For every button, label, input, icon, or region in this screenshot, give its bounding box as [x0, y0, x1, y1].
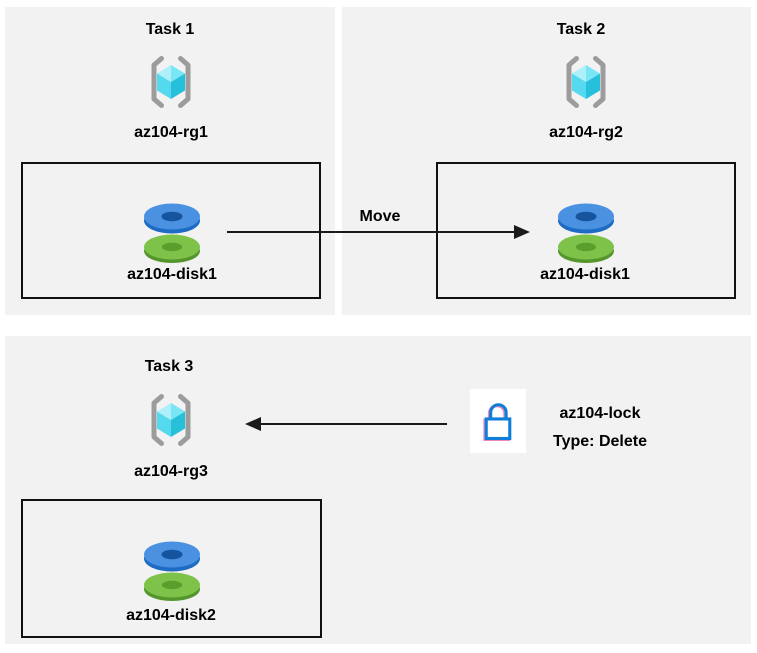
disk-icon — [143, 541, 201, 601]
lock-icon — [473, 395, 523, 447]
task1-title: Task 1 — [145, 21, 195, 38]
task2-disk-box — [436, 162, 736, 299]
task1-disk-box — [21, 162, 321, 299]
task3-panel — [5, 336, 751, 644]
resource-group-icon — [145, 55, 197, 109]
task2-panel — [342, 7, 751, 315]
task3-title: Task 3 — [144, 358, 194, 375]
lock-caption: az104-lock Type: Delete — [535, 400, 665, 456]
resource-group-icon — [560, 55, 612, 109]
task2-disk-label: az104-disk1 — [540, 266, 630, 283]
task3-disk-box — [21, 499, 322, 638]
task1-panel — [5, 7, 335, 315]
task3-disk-label: az104-disk2 — [126, 607, 216, 624]
resource-group-icon — [145, 393, 197, 447]
task1-resource-group-label: az104-rg1 — [134, 124, 208, 141]
task3-resource-group-label: az104-rg3 — [134, 463, 208, 480]
move-arrow-label: Move — [359, 208, 401, 225]
disk-icon — [557, 203, 615, 263]
task2-title: Task 2 — [556, 21, 606, 38]
lock-plate — [470, 389, 526, 453]
task2-resource-group-label: az104-rg2 — [549, 124, 623, 141]
lock-name: az104-lock — [559, 405, 641, 422]
task1-disk-label: az104-disk1 — [127, 266, 217, 283]
disk-icon — [143, 203, 201, 263]
lock-type: Type: Delete — [553, 433, 647, 450]
